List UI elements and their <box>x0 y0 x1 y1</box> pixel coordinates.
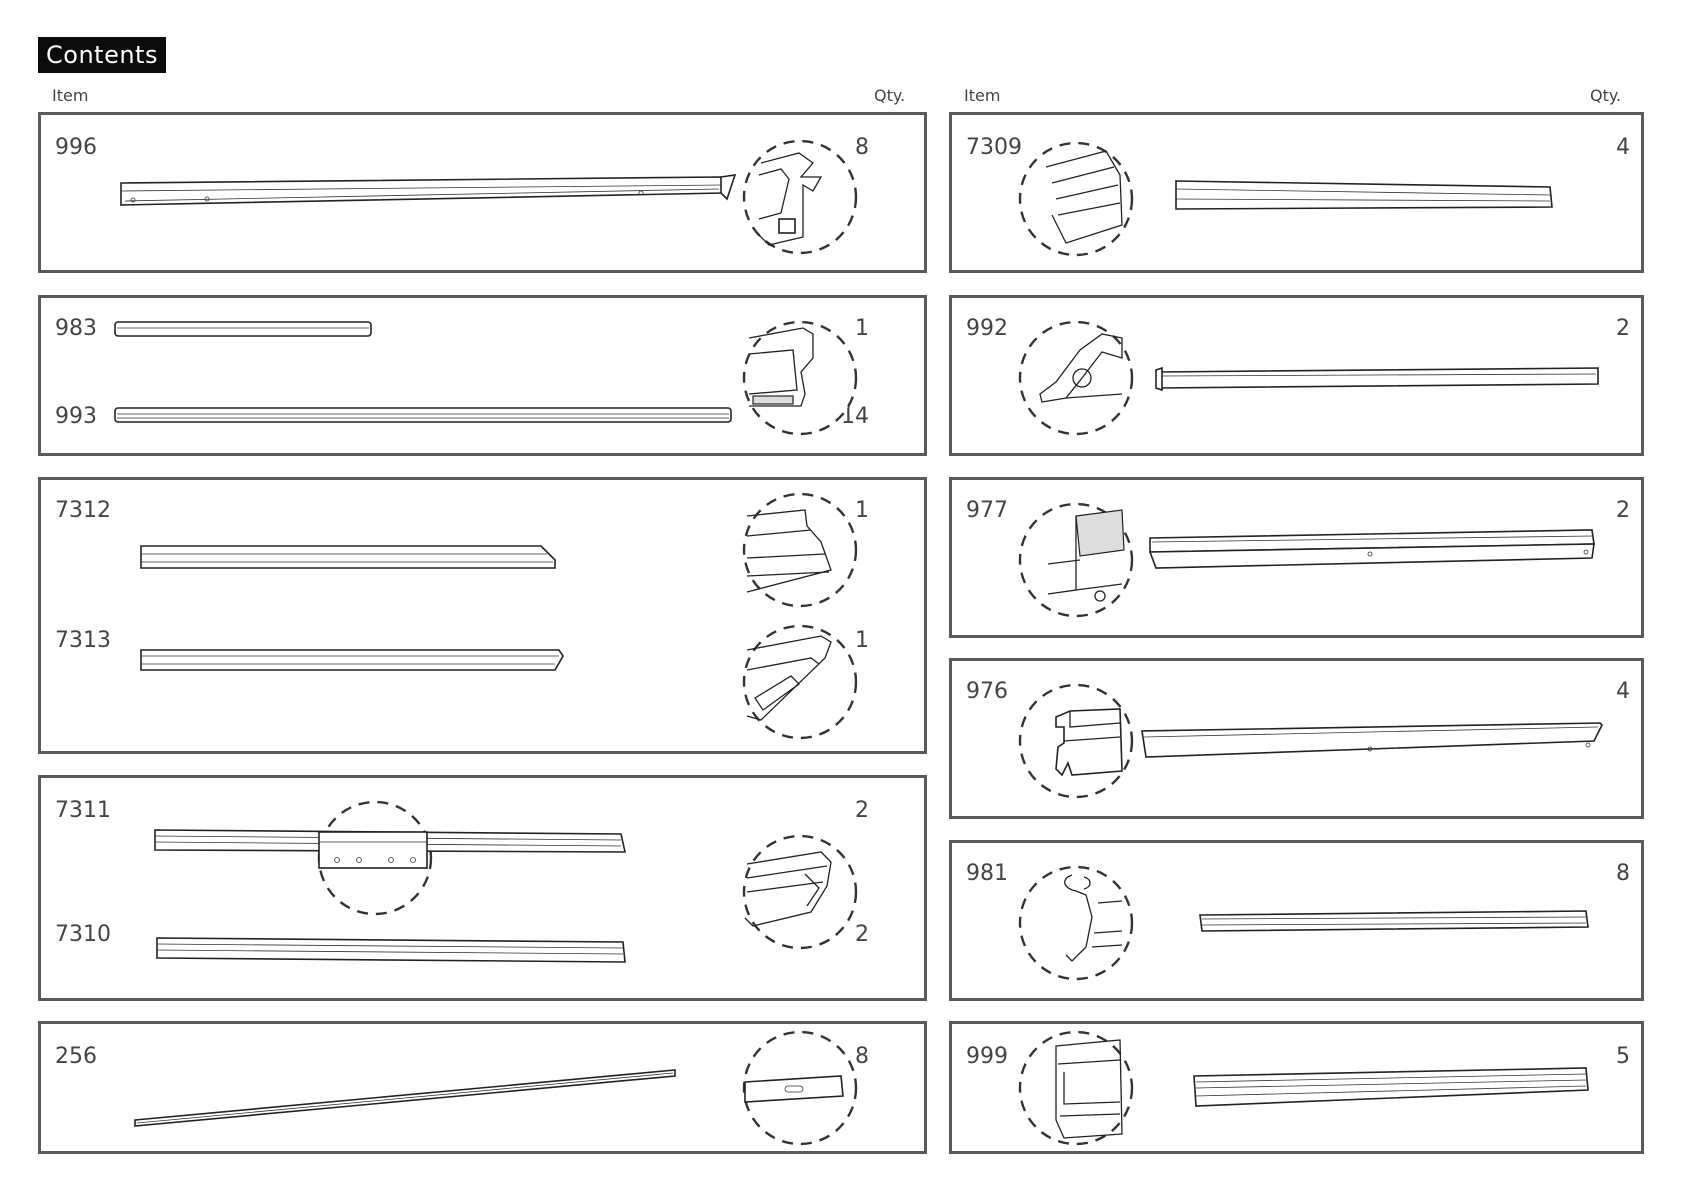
part-panel-992: 992 2 <box>949 295 1644 456</box>
profile-detail-circle <box>1020 1032 1132 1144</box>
part-panel-256: 256 8 <box>38 1021 927 1154</box>
right-item-column-header: Item <box>964 86 1000 105</box>
part-illustration <box>952 1024 1647 1157</box>
page-title: Contents <box>38 37 166 73</box>
part-illustration <box>952 843 1647 1004</box>
profile-detail-circle <box>1020 867 1132 979</box>
part-illustration <box>41 298 930 459</box>
part-illustration <box>41 480 930 757</box>
part-panel-7309: 7309 4 <box>949 112 1644 273</box>
part-panel-7311-7310: 7311 2 7310 2 <box>38 775 927 1001</box>
part-panel-981: 981 8 <box>949 840 1644 1001</box>
part-panel-983-993: 983 1 993 14 <box>38 295 927 456</box>
part-panel-7312-7313: 7312 1 7313 1 <box>38 477 927 754</box>
part-panel-999: 999 5 <box>949 1021 1644 1154</box>
profile-detail-circle <box>1020 322 1132 434</box>
left-item-column-header: Item <box>52 86 88 105</box>
part-panel-977: 977 2 <box>949 477 1644 638</box>
part-illustration <box>952 480 1647 641</box>
part-panel-996: 996 8 <box>38 112 927 273</box>
left-qty-column-header: Qty. <box>874 86 905 105</box>
part-illustration <box>41 1024 930 1157</box>
part-illustration <box>952 661 1647 822</box>
part-illustration <box>41 115 930 276</box>
profile-detail-circle <box>744 836 856 948</box>
profile-detail-circle <box>1020 143 1132 255</box>
profile-detail-circle <box>744 322 856 434</box>
right-qty-column-header: Qty. <box>1590 86 1621 105</box>
part-illustration <box>952 115 1647 276</box>
part-illustration <box>952 298 1647 459</box>
part-illustration <box>41 778 930 1004</box>
part-panel-976: 976 4 <box>949 658 1644 819</box>
